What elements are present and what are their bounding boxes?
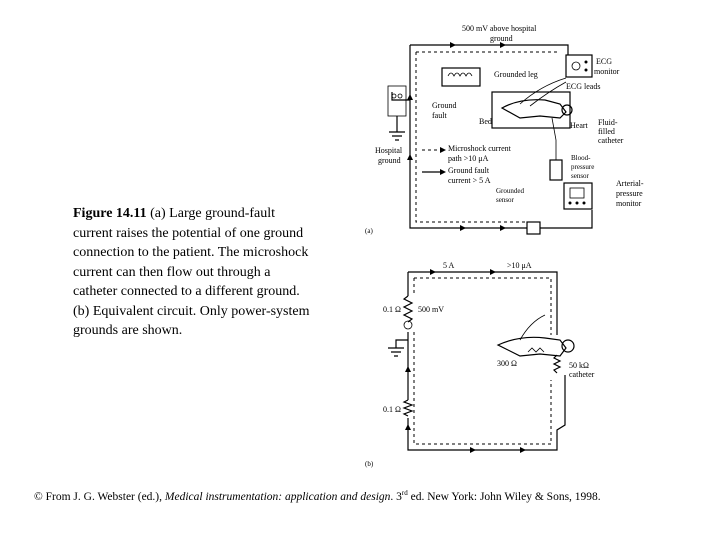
r-body-label: 300 Ω <box>497 359 517 368</box>
above-ground-label-2: ground <box>490 34 513 43</box>
bp-sensor-label-1: Blood- <box>571 154 591 162</box>
top-wire <box>410 44 569 55</box>
ecg-monitor-box <box>565 54 593 78</box>
groundfault-cur-label-2: current > 5 A <box>448 176 491 185</box>
fluid-catheter-label-3: catheter <box>598 136 624 145</box>
arterial-monitor-knob <box>575 201 579 205</box>
bp-sensor-label-3: sensor <box>571 172 590 180</box>
hospital-ground-wire <box>391 92 410 101</box>
bp-sensor-label-2: pressure <box>571 163 594 171</box>
above-ground-label-1: 500 mV above hospital <box>462 24 537 33</box>
bp-sensor <box>549 159 563 181</box>
footer-prefix: © From J. G. Webster (ed.), <box>34 490 165 503</box>
ground-symbol-a <box>389 131 405 141</box>
arterial-monitor-screen <box>569 187 585 199</box>
ecg-monitor-label-1: ECG <box>596 57 612 66</box>
patient-arm <box>519 314 546 341</box>
ecg-monitor-label-2: monitor <box>594 67 620 76</box>
footer-suffix: ed. New York: John Wiley & Sons, 1998. <box>407 490 601 503</box>
arterial-monitor-knob <box>568 201 572 205</box>
ground-fault-device <box>441 67 481 87</box>
figure-label: Figure 14.11 <box>73 206 147 221</box>
figure-caption: Figure 14.11 (a) Large ground-fault curr… <box>73 204 313 341</box>
hospital-ground-label-2: ground <box>378 156 401 165</box>
footer-edition-prefix: . 3 <box>390 490 402 503</box>
microshock-label-1: Microshock current <box>448 144 512 153</box>
patient-head-a <box>561 104 573 116</box>
bed-label: Bed <box>479 117 492 126</box>
body-resistor <box>527 347 545 353</box>
ecg-leads-label: ECG leads <box>566 82 600 91</box>
patient-head-b <box>561 339 575 353</box>
current-10ua-label: >10 μA <box>507 261 532 270</box>
loop-arrows-b <box>405 269 526 453</box>
citation-footer: © From J. G. Webster (ed.), Medical inst… <box>34 489 714 503</box>
fluid-catheter-label-1: Fluid- <box>598 118 618 127</box>
patient-body-a <box>500 99 567 119</box>
v-source-label: 500 mV <box>418 305 444 314</box>
patient-body-b <box>496 336 567 357</box>
caption-text: (a) Large ground-fault current raises th… <box>73 206 310 338</box>
footer-edition-sup: rd <box>401 489 408 497</box>
outlet-hole <box>397 93 403 99</box>
resistor-top <box>402 295 414 323</box>
left-bottom-wire <box>409 45 527 229</box>
voltage-source <box>403 320 413 330</box>
current-5a-label: 5 A <box>443 261 455 270</box>
ground-fault-label-1: Ground <box>432 101 456 110</box>
arterial-label-1: Arterial- <box>616 179 644 188</box>
ecg-monitor-dot <box>584 60 588 64</box>
arterial-label-2: pressure <box>616 189 643 198</box>
arterial-monitor-box <box>563 182 593 210</box>
legend-microshock-arrow <box>440 147 446 153</box>
legend-groundfault-arrow <box>440 169 446 175</box>
r-catheter-label-2: catheter <box>569 370 595 379</box>
diagram-b: 5 A >10 μA 0.1 Ω 500 mV 0.1 Ω 300 Ω 50 k… <box>365 261 595 468</box>
ecg-lead-wire <box>519 77 567 105</box>
bed <box>491 91 571 129</box>
r-bottom-label: 0.1 Ω <box>383 405 401 414</box>
grounded-sensor-label-2: sensor <box>496 196 515 204</box>
r-top-label: 0.1 Ω <box>383 305 401 314</box>
loop-arrows-a <box>407 42 506 231</box>
panel-a-label: (a) <box>365 227 373 235</box>
groundfault-cur-label-1: Ground fault <box>448 166 490 175</box>
current-path-b <box>413 277 552 445</box>
footer-book-title: Medical instrumentation: application and… <box>164 490 391 503</box>
catheter-resistor <box>552 354 562 374</box>
outlet-hole <box>391 93 397 99</box>
panel-b-label: (b) <box>365 460 374 468</box>
ecg-monitor-dot <box>584 68 588 72</box>
heart-label: Heart <box>570 121 589 130</box>
current-path-a <box>415 51 560 223</box>
arterial-monitor-knob <box>582 201 586 205</box>
ecg-lead-wire <box>529 81 567 107</box>
hospital-ground-label-1: Hospital <box>375 146 403 155</box>
grounded-sensor-label-1: Grounded <box>496 187 524 195</box>
circuit-wire-b <box>407 272 566 451</box>
grounded-leg-label: Grounded leg <box>494 70 538 79</box>
r-catheter-label-1: 50 kΩ <box>569 361 589 370</box>
bottom-connector <box>526 221 541 235</box>
resistor-bottom <box>402 399 414 417</box>
diagram-a: 500 mV above hospital ground ECG monitor… <box>365 24 644 235</box>
catheter-line <box>551 117 557 160</box>
ecg-monitor-dial <box>571 61 581 71</box>
ground-symbol-b <box>388 347 404 357</box>
ground-fault-label-2: fault <box>432 111 447 120</box>
bottom-right-wire <box>540 210 593 229</box>
fluid-catheter-label-2: filled <box>598 127 615 136</box>
outlet-box <box>387 85 407 117</box>
ground-wire-b <box>395 339 408 348</box>
ground-fault-coil <box>447 72 473 77</box>
microshock-label-2: path >10 μA <box>448 154 489 163</box>
arterial-label-3: monitor <box>616 199 642 208</box>
top-wire-b <box>408 271 558 335</box>
